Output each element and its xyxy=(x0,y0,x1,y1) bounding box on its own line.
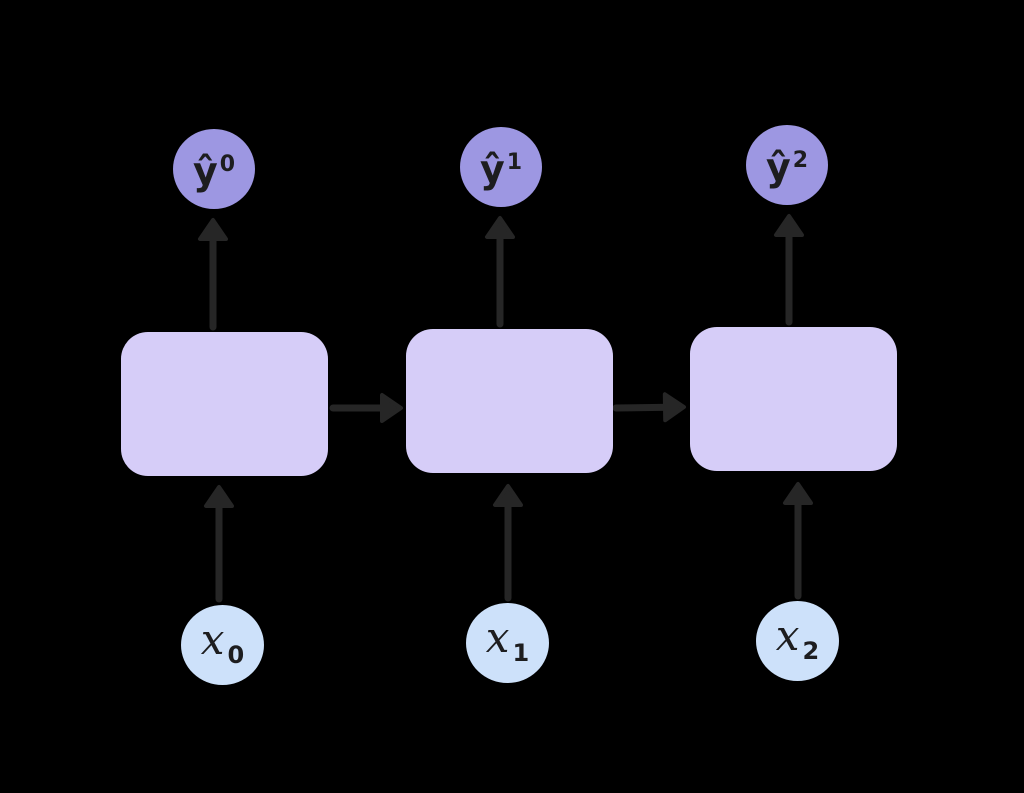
hidden-state-node-h0 xyxy=(121,332,328,476)
label-superscript: 0 xyxy=(219,152,236,177)
label-base: ŷ xyxy=(765,145,791,189)
label-base: ŷ xyxy=(192,149,218,193)
arrow-h0-to-h1 xyxy=(329,393,403,423)
output-node-y2: ŷ2 xyxy=(746,125,828,205)
label-base: x xyxy=(200,615,225,664)
arrow-h1-to-y1 xyxy=(485,216,515,328)
hidden-state-node-h1 xyxy=(406,329,613,473)
arrow-x2-to-h2 xyxy=(783,482,813,600)
arrow-x1-to-h1 xyxy=(493,484,523,602)
hidden-state-node-h2 xyxy=(690,327,897,471)
label-base: x xyxy=(775,611,800,660)
arrow-h2-to-y2 xyxy=(774,214,804,326)
label-base: ŷ xyxy=(479,147,505,191)
label-subscript: 1 xyxy=(512,639,530,667)
label-base: x xyxy=(485,613,510,662)
output-node-y0: ŷ0 xyxy=(173,129,255,209)
output-node-y1: ŷ1 xyxy=(460,127,542,207)
output-label-y2: ŷ2 xyxy=(766,148,808,186)
label-subscript: 0 xyxy=(227,641,245,669)
label-superscript: 1 xyxy=(506,150,523,175)
arrow-h0-to-y0 xyxy=(198,218,228,331)
label-superscript: 2 xyxy=(792,148,809,173)
output-label-y1: ŷ1 xyxy=(480,150,522,188)
arrow-h1-to-h2 xyxy=(612,392,686,423)
output-label-y0: ŷ0 xyxy=(193,152,235,190)
label-subscript: 2 xyxy=(802,637,820,665)
arrow-x0-to-h0 xyxy=(204,485,234,603)
